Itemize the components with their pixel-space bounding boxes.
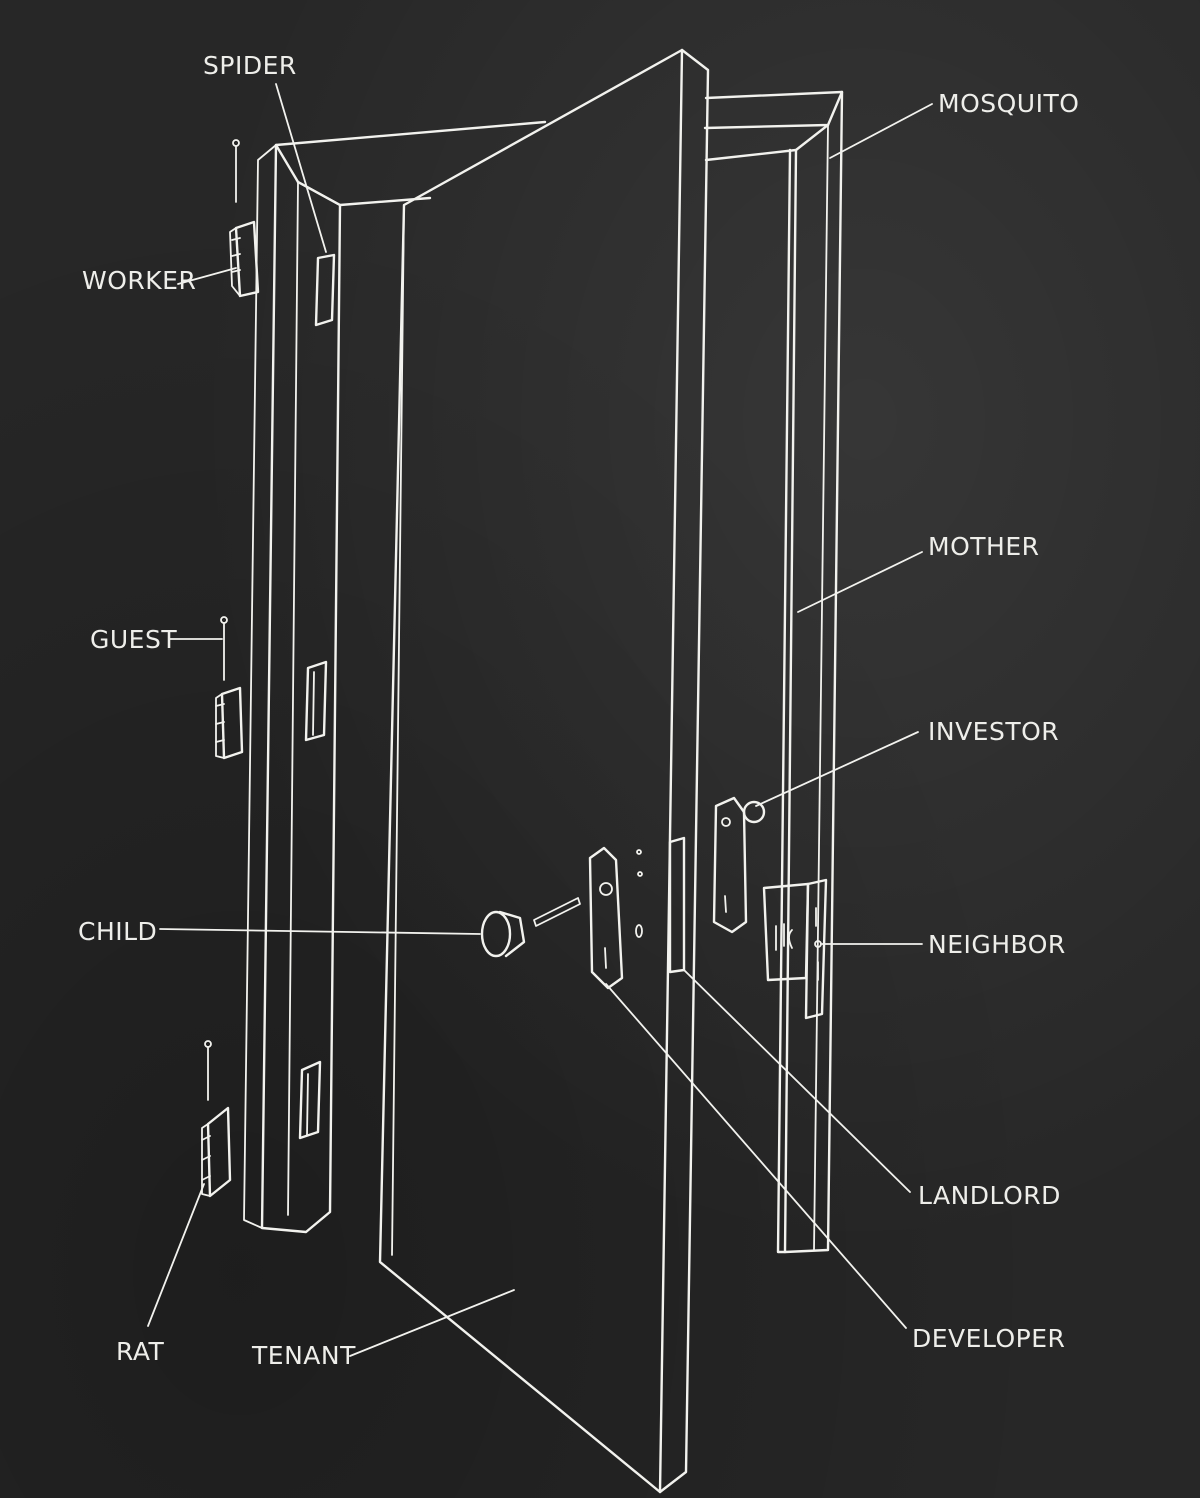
frame-hinges: [300, 255, 334, 1138]
door-face: [380, 50, 682, 1492]
leader-mosquito: [830, 104, 932, 158]
label-investor: INVESTOR: [928, 717, 1059, 746]
label-developer: DEVELOPER: [912, 1324, 1065, 1353]
edge-latch-plate: [670, 838, 684, 972]
label-rat: RAT: [116, 1337, 165, 1366]
leader-tenant: [350, 1290, 514, 1356]
labels: SPIDER MOSQUITO WORKER MOTHER GUEST INVE…: [78, 51, 1079, 1370]
hinge-bottom: [300, 1062, 320, 1138]
leader-mother: [798, 552, 922, 612]
strike-plate: [714, 798, 764, 932]
label-mosquito: MOSQUITO: [938, 89, 1079, 118]
label-mother: MOTHER: [928, 532, 1039, 561]
head-jamb: [276, 122, 545, 145]
label-child: CHILD: [78, 917, 157, 946]
label-guest: GUEST: [90, 625, 177, 654]
label-tenant: TENANT: [251, 1341, 356, 1370]
backplate: [590, 848, 642, 988]
label-landlord: LANDLORD: [918, 1181, 1061, 1210]
leader-child: [160, 929, 480, 934]
hinge-top: [316, 255, 334, 325]
label-neighbor: NEIGHBOR: [928, 930, 1066, 959]
left-jamb: [262, 145, 340, 1232]
door-leaf: [380, 50, 708, 1492]
leader-investor: [756, 732, 918, 806]
leader-rat: [148, 1184, 204, 1326]
leader-developer: [606, 984, 906, 1328]
door-knob: [482, 912, 524, 956]
exploded-hinge-top: [230, 140, 258, 296]
label-spider: SPIDER: [203, 51, 297, 80]
exploded-hinge-bottom: [202, 1041, 230, 1196]
door-edge: [660, 50, 708, 1492]
leader-landlord: [684, 970, 910, 1192]
leader-spider: [276, 84, 326, 252]
spindle: [534, 898, 580, 926]
label-worker: WORKER: [82, 266, 196, 295]
hinge-middle: [306, 662, 326, 740]
